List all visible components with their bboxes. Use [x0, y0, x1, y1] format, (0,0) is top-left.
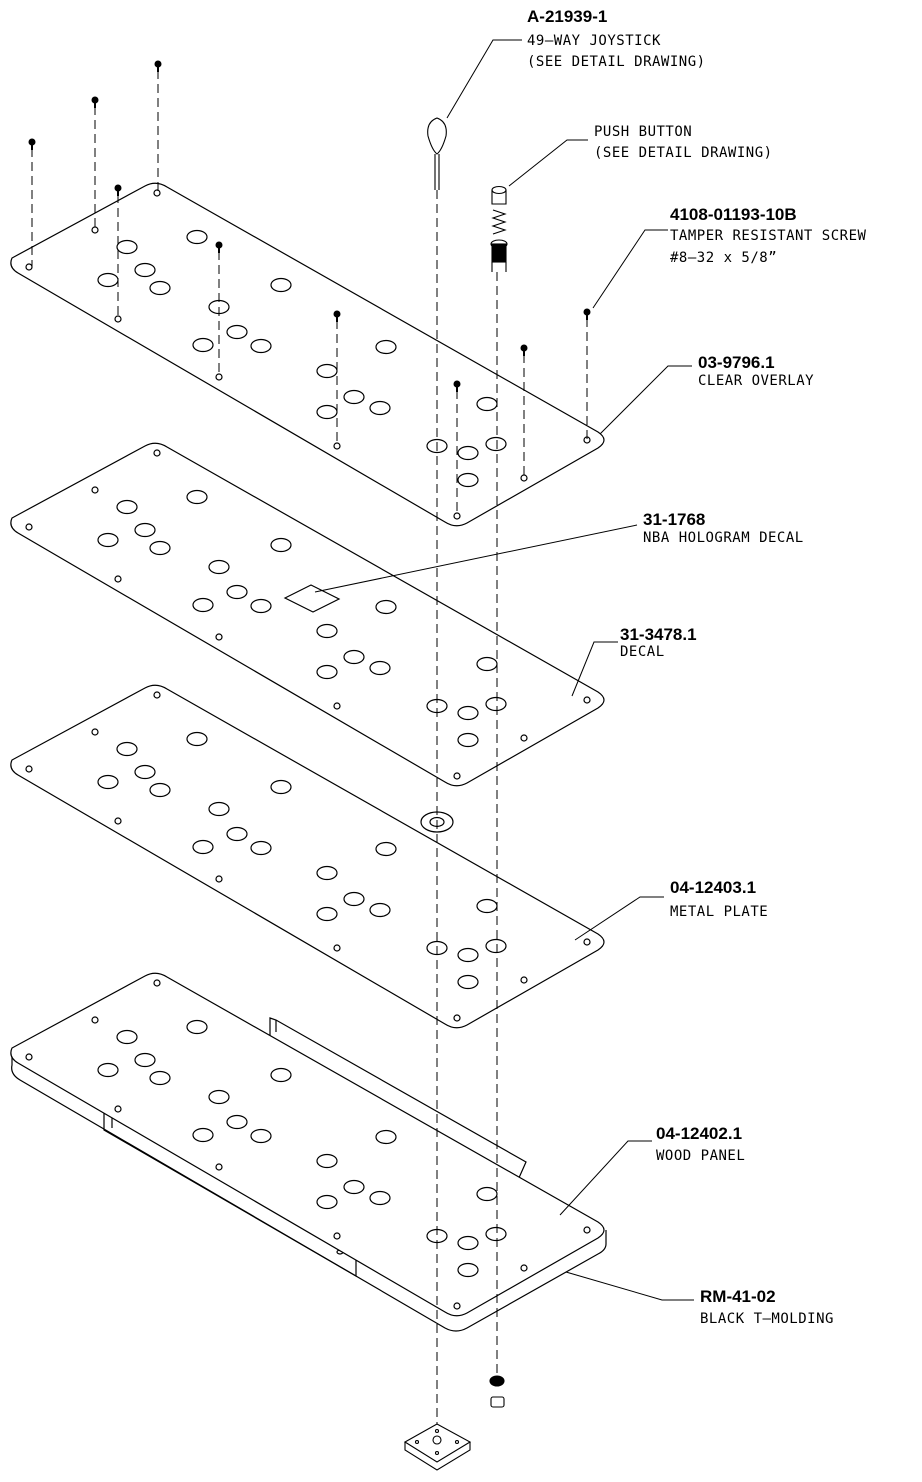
push-button	[490, 185, 508, 272]
hologram-part-number: 31-1768	[643, 510, 705, 529]
callout-overlay: 03-9796.1 CLEAR OVERLAY	[698, 353, 814, 389]
callout-joystick: A-21939-1 49—WAY JOYSTICK (SEE DETAIL DR…	[527, 7, 706, 70]
svg-text:CLEAR OVERLAY: CLEAR OVERLAY	[698, 373, 814, 389]
svg-text:(SEE DETAIL DRAWING): (SEE DETAIL DRAWING)	[594, 145, 773, 161]
svg-text:TAMPER RESISTANT SCREW: TAMPER RESISTANT SCREW	[670, 228, 867, 244]
clear-overlay-holes	[25, 189, 591, 520]
joystick-part-number: A-21939-1	[527, 7, 607, 26]
callout-metal-plate: 04-12403.1 METAL PLATE	[670, 878, 768, 920]
decal-plate	[10, 442, 605, 787]
screw-part-number: 4108-01193-10B	[670, 205, 797, 224]
hardware	[403, 117, 508, 1471]
hologram-decal	[283, 584, 341, 613]
svg-text:49—WAY JOYSTICK: 49—WAY JOYSTICK	[527, 33, 661, 49]
metal-plate-part-number: 04-12403.1	[670, 878, 756, 897]
callout-molding: RM-41-02 BLACK T—MOLDING	[700, 1287, 834, 1327]
callout-wood-panel: 04-12402.1 WOOD PANEL	[656, 1124, 745, 1164]
svg-text:(SEE DETAIL DRAWING): (SEE DETAIL DRAWING)	[527, 54, 706, 70]
joystick-base	[403, 1423, 472, 1471]
leader-lines	[314, 39, 694, 1301]
molding-part-number: RM-41-02	[700, 1287, 776, 1306]
callout-screw: 4108-01193-10B TAMPER RESISTANT SCREW #8…	[670, 205, 867, 266]
push-button-base	[489, 1375, 505, 1408]
callout-decal: 31-3478.1 DECAL	[620, 625, 697, 660]
svg-text:WOOD PANEL: WOOD PANEL	[656, 1148, 745, 1164]
callout-hologram: 31-1768 NBA HOLOGRAM DECAL	[643, 510, 804, 546]
callout-push-button: PUSH BUTTON (SEE DETAIL DRAWING)	[594, 124, 773, 161]
wood-panel	[10, 972, 607, 1332]
svg-text:NBA HOLOGRAM DECAL: NBA HOLOGRAM DECAL	[643, 530, 804, 546]
joystick	[427, 117, 447, 190]
svg-text:METAL PLATE: METAL PLATE	[670, 904, 768, 920]
svg-text:DECAL: DECAL	[620, 644, 665, 660]
svg-text:PUSH BUTTON: PUSH BUTTON	[594, 124, 692, 140]
wood-panel-part-number: 04-12402.1	[656, 1124, 742, 1143]
metal-plate	[10, 684, 605, 1029]
decal-part-number: 31-3478.1	[620, 625, 697, 644]
svg-text:#8—32 x 5/8”: #8—32 x 5/8”	[670, 250, 777, 266]
screws	[28, 60, 591, 1424]
clear-overlay-plate	[10, 182, 605, 527]
svg-text:BLACK T—MOLDING: BLACK T—MOLDING	[700, 1311, 834, 1327]
overlay-part-number: 03-9796.1	[698, 353, 775, 372]
